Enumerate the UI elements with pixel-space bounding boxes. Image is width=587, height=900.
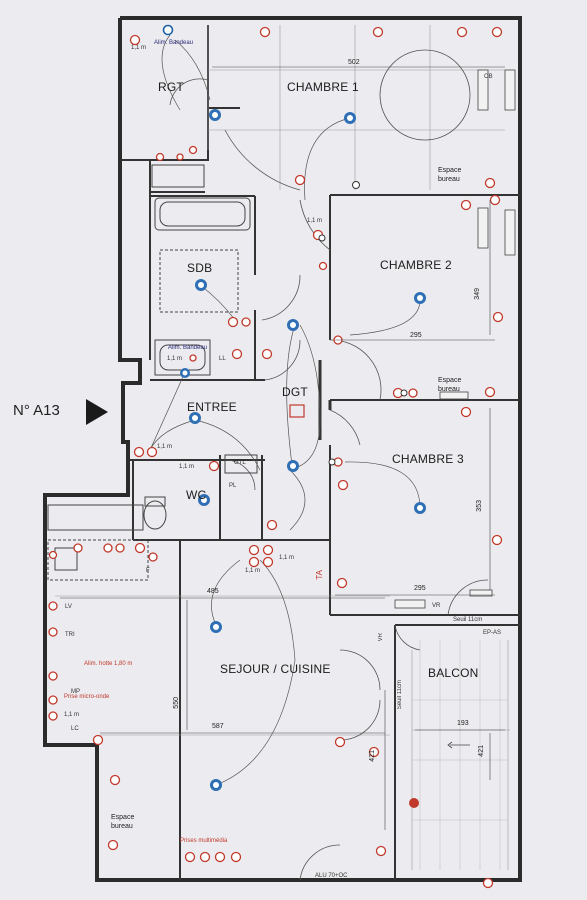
- sanitary-fixtures: [47, 164, 258, 581]
- note-prises-multimedia: Prises multimédia: [180, 838, 228, 844]
- note-prise-micro-onde: Prise micro-onde: [64, 694, 110, 700]
- note-espace-bureau-sejour: Espace bureau: [111, 814, 135, 830]
- power-sockets: [48, 26, 504, 889]
- note-gtl: GTL: [234, 460, 246, 466]
- note-height-g: 1,1 m: [279, 555, 295, 561]
- dim-sejour-right: 421: [369, 750, 376, 762]
- room-label-sdb: SDB: [187, 261, 213, 275]
- note-ep-as: EP-AS: [483, 630, 502, 636]
- ceiling-lights: [162, 24, 426, 791]
- note-cuisine-f: F: [146, 568, 150, 574]
- note-cuisine-lc: LC: [71, 726, 79, 732]
- note-cuisine-mp: MP: [71, 689, 80, 695]
- interior-walls: [120, 25, 520, 880]
- room-label-wc: WC: [186, 488, 207, 502]
- corridor-partitions: [318, 360, 332, 440]
- note-vr-sejour: VR: [378, 633, 384, 642]
- dim-balcon-height: 421: [478, 745, 485, 757]
- panel-symbol: [289, 404, 305, 418]
- dim-sejour-height: 550: [173, 697, 180, 709]
- note-height-a: 1,1 m: [131, 45, 147, 51]
- note-espace-bureau-c1: Espace bureau: [438, 167, 462, 183]
- note-height-h: 1,1 m: [64, 712, 80, 718]
- note-height-c: 1,1 m: [167, 356, 183, 362]
- balcony-slope-arrow: [447, 741, 470, 749]
- room-label-balcon: BALCON: [428, 666, 479, 680]
- note-height-e: 1,1 m: [179, 464, 195, 470]
- note-alu-bottom: ALU 70+OC: [315, 873, 348, 879]
- dim-balcon-width: 193: [457, 720, 469, 727]
- note-height-b: 1,1 m: [307, 218, 323, 224]
- wiring: [149, 34, 421, 786]
- note-vr-c3: VR: [432, 603, 441, 609]
- dim-chambre2-height: 349: [474, 288, 481, 300]
- exterior-walls: [43, 16, 522, 882]
- dim-chambre3-width: 295: [414, 585, 426, 592]
- room-label-dgt: DGT: [282, 385, 308, 399]
- room-label-entree: ENTREE: [187, 400, 237, 414]
- note-height-d: 1,1 m: [157, 444, 173, 450]
- dim-chambre3-height: 353: [476, 500, 483, 512]
- dim-sejour-bottom: 587: [212, 723, 224, 730]
- lot-number: N° A13: [13, 402, 60, 419]
- dim-sejour-top: 485: [207, 588, 219, 595]
- balcony-grid: [412, 640, 508, 870]
- note-alim-bandeau-sdb: Alim. Bandeau: [168, 345, 208, 351]
- room-label-rgt: RGT: [158, 80, 184, 94]
- room-label-chambre2: CHAMBRE 2: [380, 258, 452, 272]
- dimension-lines: [60, 66, 505, 830]
- note-cuisine-tri: TRI: [65, 632, 75, 638]
- switches: [318, 181, 408, 466]
- radiators: [394, 69, 516, 609]
- note-seuil-balcon: Seuil 11cm: [453, 617, 483, 623]
- note-alim-hotte: Alim. hotte 1,80 m: [84, 661, 133, 667]
- dim-chambre2-width: 295: [410, 332, 422, 339]
- note-espace-bureau-c3: Espace bureau: [438, 377, 462, 393]
- room-label-chambre1: CHAMBRE 1: [287, 80, 359, 94]
- note-pl: PL: [229, 483, 237, 489]
- note-ll: LL: [219, 356, 226, 362]
- note-ob: OB: [484, 74, 493, 80]
- room-label-chambre3: CHAMBRE 3: [392, 452, 464, 466]
- note-alim-bandeau-top: Alim. Bandeau: [154, 40, 194, 46]
- layout-guides: [55, 25, 510, 870]
- note-seuil-vertical: Seuil 11cm: [397, 680, 403, 710]
- note-cuisine-lv: LV: [65, 604, 72, 610]
- balcony-outdoor-socket: [409, 798, 419, 808]
- room-label-sejour: SEJOUR / CUISINE: [220, 662, 331, 676]
- dim-chambre1-width: 502: [348, 59, 360, 66]
- note-height-f: 1,1 m: [245, 568, 261, 574]
- note-ta: TA: [315, 570, 324, 580]
- lot-arrow-icon: [86, 399, 108, 425]
